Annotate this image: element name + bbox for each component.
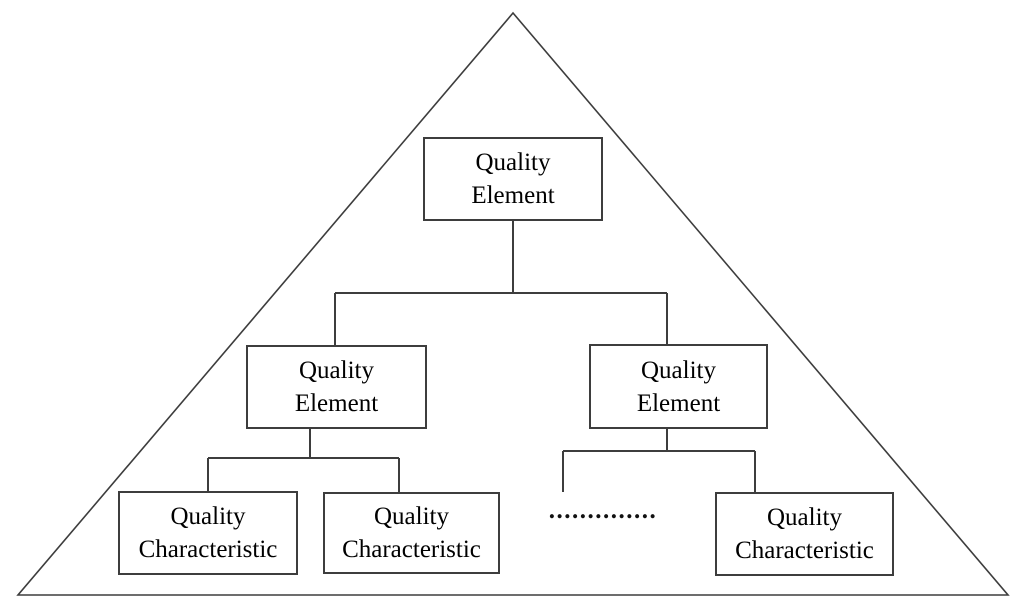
ellipsis-dots: .............. <box>548 497 658 524</box>
node-label-line: Quality <box>170 503 246 530</box>
connector-top-to-middle <box>334 221 668 345</box>
node-label-line: Element <box>636 389 721 417</box>
node-quality-characteristic-1: Quality Characteristic <box>118 491 298 575</box>
node-label-line: Element <box>471 182 555 209</box>
triangle-outline <box>16 11 1010 596</box>
node-quality-element-top: Quality Element <box>423 137 603 221</box>
node-quality-characteristic-3: Quality Characteristic <box>715 492 894 576</box>
node-label-line: Characteristic <box>138 536 278 563</box>
node-label-line: Characteristic <box>342 536 481 563</box>
node-quality-element-right: Quality Element <box>589 344 768 429</box>
node-label-line: Quality <box>641 356 716 384</box>
node-label-line: Quality <box>374 503 449 530</box>
connector-midright-to-bottom <box>562 429 756 492</box>
node-label-line: Quality <box>767 504 842 531</box>
node-label-line: Quality <box>299 357 374 384</box>
node-label-line: Quality <box>475 149 551 176</box>
connector-midleft-to-bottom <box>207 429 400 492</box>
node-label-line: Characteristic <box>735 537 874 564</box>
node-label-line: Element <box>294 390 379 417</box>
node-quality-characteristic-2: Quality Characteristic <box>323 492 500 574</box>
node-quality-element-left: Quality Element <box>246 345 427 429</box>
